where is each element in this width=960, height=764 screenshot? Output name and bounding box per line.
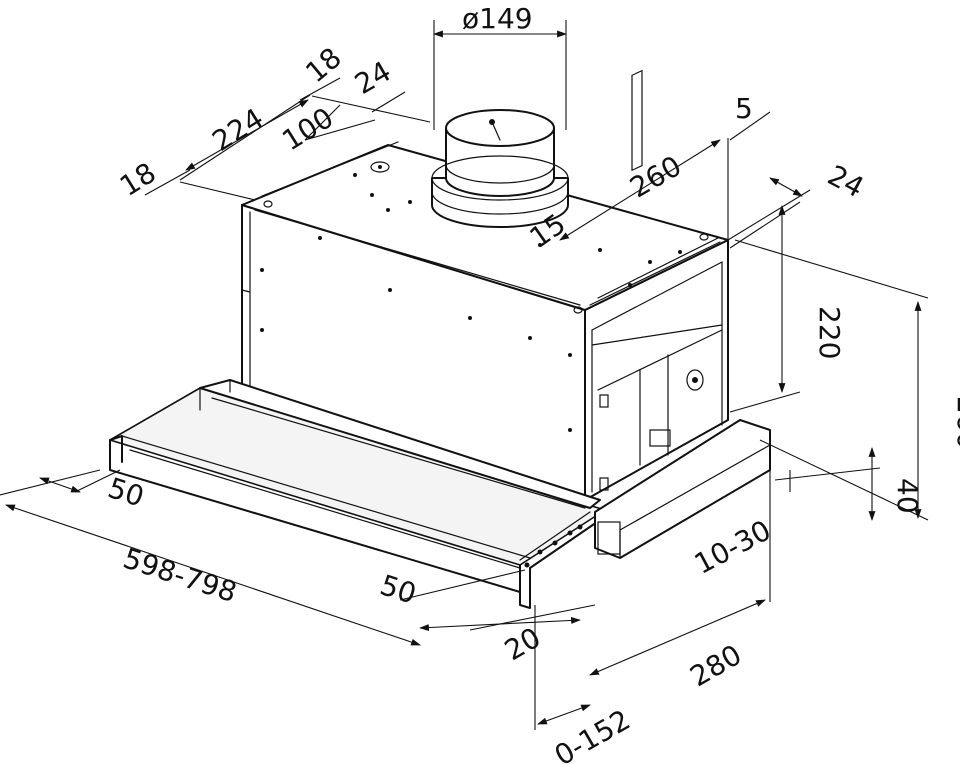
dimension-lines: [0, 20, 929, 730]
label-front-50-right: 50: [376, 568, 420, 610]
label-range-10-30: 10-30: [689, 514, 776, 581]
label-depth-280: 280: [684, 638, 747, 693]
label-front-50-left: 50: [104, 471, 148, 513]
label-duct-diameter: ø149: [462, 2, 533, 35]
label-slide-0-152: 0-152: [549, 703, 636, 764]
duct-collar: [431, 109, 569, 228]
label-top-24: 24: [349, 55, 396, 101]
hood-body: [241, 69, 729, 501]
label-top-224: 224: [207, 102, 270, 158]
label-height-220: 220: [813, 306, 846, 359]
label-left-18: 18: [114, 156, 162, 203]
label-height-260: 260: [951, 396, 960, 449]
label-right-5: 5: [735, 92, 753, 125]
label-front-20: 20: [499, 621, 546, 667]
label-top-18: 18: [299, 41, 348, 89]
label-height-40: 40: [891, 478, 924, 514]
label-depth-260: 260: [624, 149, 687, 204]
label-top-100: 100: [276, 101, 339, 157]
label-right-24: 24: [822, 158, 869, 204]
label-width-598-798: 598-798: [119, 541, 240, 609]
